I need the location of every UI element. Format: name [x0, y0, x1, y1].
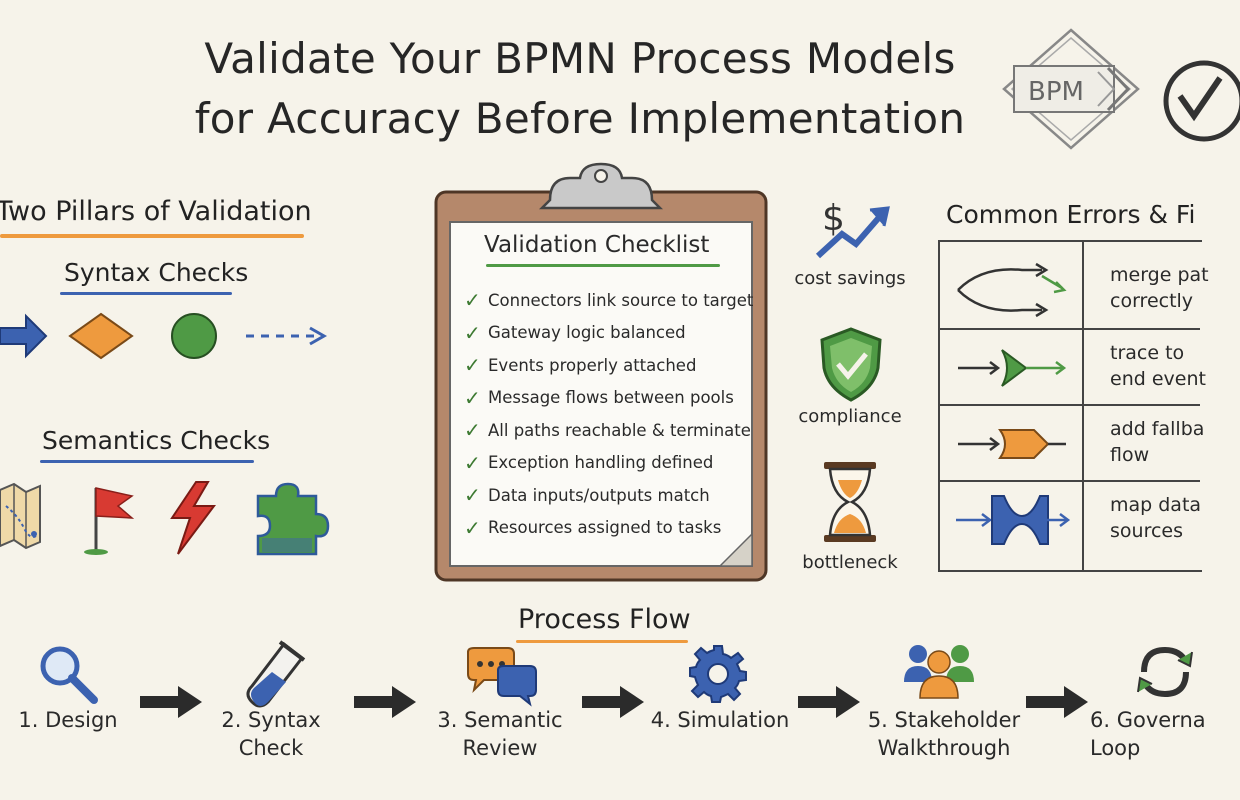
- flow-arrow-icon: [796, 684, 862, 724]
- gateway-diamond-icon: [68, 312, 134, 360]
- checklist-underline: [486, 264, 720, 267]
- flow-arrow-icon: [1024, 684, 1090, 724]
- checklist-items: ✓Connectors link source to target ✓Gatew…: [464, 284, 764, 544]
- blue-data-junction-icon: [952, 488, 1072, 552]
- checklist-item: ✓Gateway logic balanced: [464, 320, 686, 345]
- pillars-underline: [0, 234, 304, 238]
- checkmark-icon: ✓: [464, 483, 481, 508]
- checklist-item: ✓All paths reachable & terminate: [464, 418, 751, 443]
- check-circle-logo-icon: [1160, 56, 1240, 146]
- flow-arrow-icon: [138, 684, 204, 724]
- syntax-icons-row: [0, 306, 340, 366]
- benefit-label: compliance: [798, 406, 902, 427]
- checklist-item: ✓Message flows between pools: [464, 385, 734, 410]
- fix-text: map data sources: [1110, 494, 1202, 542]
- errors-table: [938, 240, 1202, 572]
- process-step-label: 3. Semantic Review: [437, 708, 563, 760]
- fix-text: trace to end event: [1110, 342, 1206, 390]
- flow-arrow-icon: [352, 684, 418, 724]
- process-step-label: 1. Design: [18, 708, 118, 732]
- semantics-heading: Semantics Checks: [42, 426, 271, 455]
- checkmark-icon: ✓: [464, 418, 481, 443]
- benefit-label: bottleneck: [802, 552, 898, 573]
- checkmark-icon: ✓: [464, 385, 481, 410]
- error-row: map data sources: [938, 480, 1202, 558]
- semantics-underline: [40, 460, 254, 463]
- process-flow-heading: Process Flow: [518, 604, 691, 635]
- checklist-item: ✓Data inputs/outputs match: [464, 483, 710, 508]
- process-flow-underline: [516, 640, 688, 643]
- syntax-underline: [60, 292, 232, 295]
- page-title-line-2: for Accuracy Before Implementation: [194, 94, 966, 143]
- checklist-item: ✓Events properly attached: [464, 353, 697, 378]
- map-icon: [0, 482, 41, 550]
- test-tube-icon: [246, 640, 310, 710]
- orange-gateway-arrow-icon: [952, 412, 1072, 476]
- checkmark-icon: ✓: [464, 515, 481, 540]
- checklist-item: ✓Exception handling defined: [464, 450, 714, 475]
- checklist-heading: Validation Checklist: [484, 232, 710, 258]
- svg-text:$: $: [822, 198, 845, 239]
- checklist-item: ✓Resources assigned to tasks: [464, 515, 722, 540]
- error-row: add fallba flow: [938, 404, 1204, 482]
- fix-text: merge pat correctly: [1110, 264, 1209, 312]
- flag-icon: [84, 487, 135, 555]
- checkmark-icon: ✓: [464, 288, 481, 313]
- syntax-heading: Syntax Checks: [64, 258, 249, 287]
- magnifier-icon: [36, 642, 100, 706]
- event-circle-icon: [171, 313, 217, 359]
- puzzle-piece-icon: [256, 482, 330, 556]
- checkmark-icon: ✓: [464, 450, 481, 475]
- gear-icon: [688, 644, 748, 704]
- flow-arrow-icon: [580, 684, 646, 724]
- process-step-label: 2. Syntax Check: [221, 708, 321, 760]
- semantics-icons-row: [0, 476, 340, 560]
- checklist-item: ✓Connectors link source to target: [464, 288, 754, 313]
- sequence-arrow-icon: [0, 313, 48, 359]
- checkmark-icon: ✓: [464, 353, 481, 378]
- speech-bubbles-icon: [464, 646, 538, 707]
- refresh-cycle-icon: [1134, 642, 1196, 702]
- bpm-logo: BPM: [996, 24, 1146, 154]
- process-step-label: 5. Stakeholder Walkthrough: [867, 708, 1021, 760]
- hourglass-icon: [822, 460, 878, 544]
- process-step-label: 4. Simulation: [650, 708, 790, 732]
- lightning-bolt-icon: [170, 481, 216, 555]
- green-gateway-arrow-icon: [952, 336, 1072, 400]
- svg-text:BPM: BPM: [1028, 77, 1084, 107]
- pillars-heading: Two Pillars of Validation: [0, 196, 312, 227]
- dollar-growth-arrow-icon: $: [812, 192, 892, 262]
- split-merge-arrows-icon: [952, 258, 1072, 322]
- clipboard-board: [430, 160, 772, 586]
- errors-heading: Common Errors & Fi: [946, 200, 1196, 229]
- people-group-icon: [902, 640, 976, 700]
- benefit-label: cost savings: [794, 268, 906, 289]
- checkmark-icon: ✓: [464, 320, 481, 345]
- process-step-label: 6. Governa Loop: [1090, 708, 1206, 760]
- fix-text: add fallba flow: [1110, 418, 1205, 466]
- page-title-line-1: Validate Your BPMN Process Models: [204, 34, 956, 83]
- error-row: merge pat correctly: [938, 252, 1209, 328]
- shield-check-icon: [818, 326, 884, 402]
- message-flow-dashed-arrow-icon: [246, 326, 328, 346]
- error-row: trace to end event: [938, 328, 1206, 406]
